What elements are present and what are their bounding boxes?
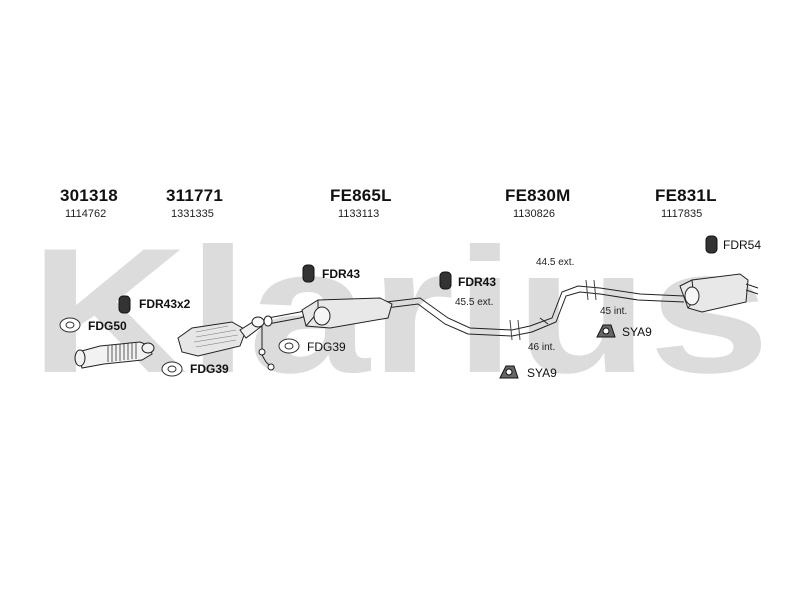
reference-number: 1331335: [171, 208, 214, 220]
rear-silencer: [679, 273, 759, 313]
fitting-label-fdr43x2: FDR43x2: [139, 297, 191, 311]
part-number: FE831L: [655, 186, 717, 205]
part-number: 301318: [60, 186, 118, 205]
fitting-label-fdr43: FDR43: [322, 267, 361, 281]
fitting-label-fdg50: FDG50: [88, 319, 127, 333]
gasket-icon: [59, 317, 300, 377]
dimension-label: 44.5 ext.: [536, 257, 575, 268]
part-number: FE830M: [505, 186, 571, 205]
part-number: 311771: [166, 186, 223, 205]
fitting-label-fdr54: FDR54: [723, 238, 762, 252]
clamp-icon: [499, 324, 616, 379]
reference-number: 1114762: [65, 208, 107, 220]
rubber-mount-icon: [118, 235, 718, 314]
dimension-label: 46 int.: [528, 342, 556, 353]
part-number: FE865L: [330, 186, 392, 205]
fitting-label-sya9: SYA9: [527, 366, 557, 380]
front-pipe: [74, 341, 155, 369]
reference-number: 1133113: [338, 208, 380, 220]
reference-number: 1130826: [513, 208, 556, 220]
dimension-label: 45.5 ext.: [455, 297, 494, 308]
fitting-label-fdg39: FDG39: [307, 340, 346, 354]
fitting-label-fdg39: FDG39: [190, 362, 229, 376]
reference-number: 1117835: [661, 208, 703, 220]
fitting-label-sya9: SYA9: [622, 325, 652, 339]
watermark-text: Klarius: [30, 211, 770, 410]
fitting-label-fdr43: FDR43: [458, 275, 497, 289]
centre-silencer: [301, 297, 393, 329]
catalytic-converter: [177, 316, 275, 371]
dimension-label: 45 int.: [600, 306, 628, 317]
